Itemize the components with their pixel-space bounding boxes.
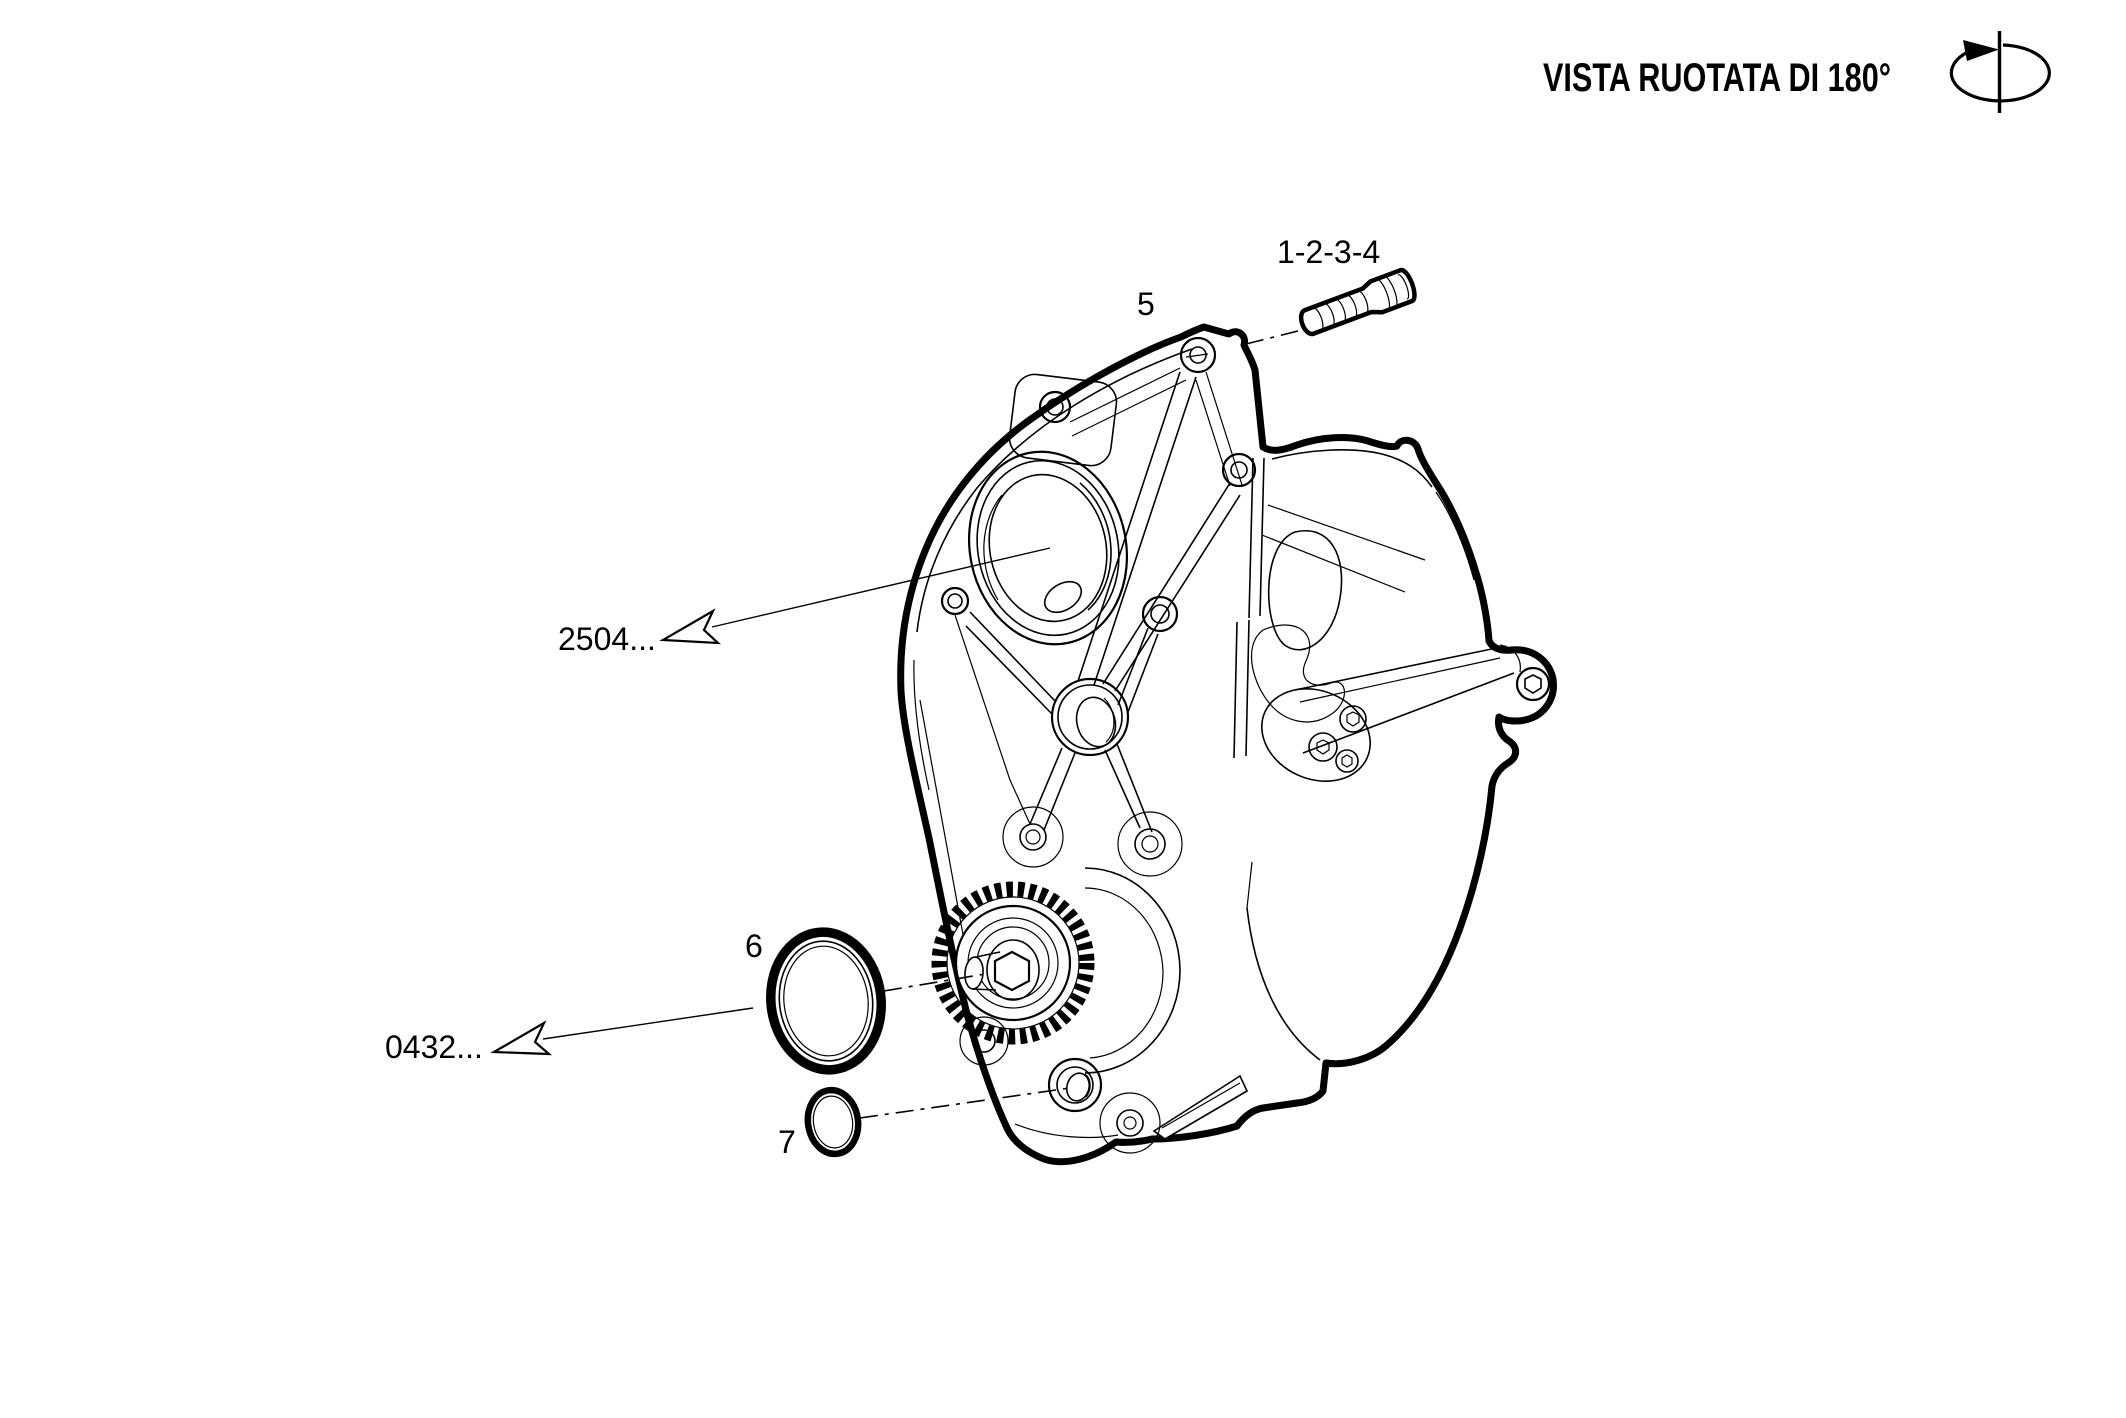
lower-seal-boss bbox=[1047, 1057, 1103, 1113]
ref-arrow-0432 bbox=[490, 1020, 553, 1056]
label-small-oring: 7 bbox=[778, 1124, 796, 1160]
cover-inner-edge-left bbox=[913, 659, 930, 791]
upper-boss bbox=[1008, 373, 1118, 467]
view-rotated-note: VISTA RUOTATA DI 180° bbox=[1543, 31, 2051, 113]
leader-large-oring bbox=[883, 973, 986, 992]
ref-label-0432: 0432... bbox=[385, 1029, 483, 1065]
ref-label-2504: 2504... bbox=[558, 621, 656, 657]
gearbox-housing-drawing bbox=[897, 323, 1557, 1166]
bolt-drawing bbox=[1298, 267, 1417, 337]
leader-0432 bbox=[542, 1007, 754, 1040]
small-oring-drawing bbox=[804, 1086, 862, 1158]
view-rotated-title: VISTA RUOTATA DI 180° bbox=[1543, 56, 1891, 100]
housing-interior bbox=[1014, 449, 1551, 1140]
rotation-180-icon bbox=[1949, 31, 2051, 113]
centre-hub bbox=[1050, 677, 1130, 757]
cover-inner-edge bbox=[916, 348, 1193, 633]
leader-2504 bbox=[711, 547, 1051, 628]
pto-gear bbox=[931, 881, 1095, 1045]
label-cover: 5 bbox=[1137, 286, 1155, 322]
ref-arrow-2504 bbox=[659, 608, 721, 645]
part-labels: 1-2-3-4 5 2504... 6 0432... 7 bbox=[385, 234, 1380, 1160]
label-bolt-set: 1-2-3-4 bbox=[1277, 234, 1380, 270]
leader-lines bbox=[490, 330, 1299, 1119]
cover-bolt-holes bbox=[940, 336, 1257, 1137]
cover-ribs bbox=[919, 367, 1243, 1001]
gear-hex-nut bbox=[993, 950, 1031, 992]
leader-bolt-set bbox=[1245, 330, 1299, 345]
bearing-bore bbox=[967, 450, 1129, 646]
pto-flange bbox=[959, 806, 1183, 1154]
large-oring-drawing bbox=[766, 927, 886, 1075]
label-large-oring: 6 bbox=[745, 928, 763, 964]
